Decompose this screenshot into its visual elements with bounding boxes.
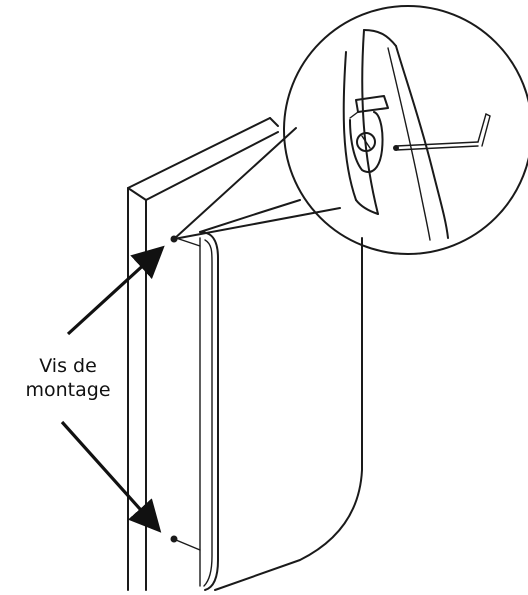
arrow-top	[66, 245, 165, 336]
callout-line-2: montage	[25, 379, 111, 401]
unit-body	[199, 199, 363, 591]
mounting-screws	[170, 235, 178, 543]
arrow-bottom	[60, 420, 162, 533]
zoom-guides	[173, 127, 341, 240]
screw-bottom	[170, 535, 178, 543]
detail-circle	[283, 5, 528, 255]
pointer-arrows	[60, 245, 165, 533]
callout-line-1: Vis de	[39, 355, 97, 377]
callout-label: Vis de montage	[20, 354, 116, 402]
mount-bracket	[175, 237, 201, 551]
